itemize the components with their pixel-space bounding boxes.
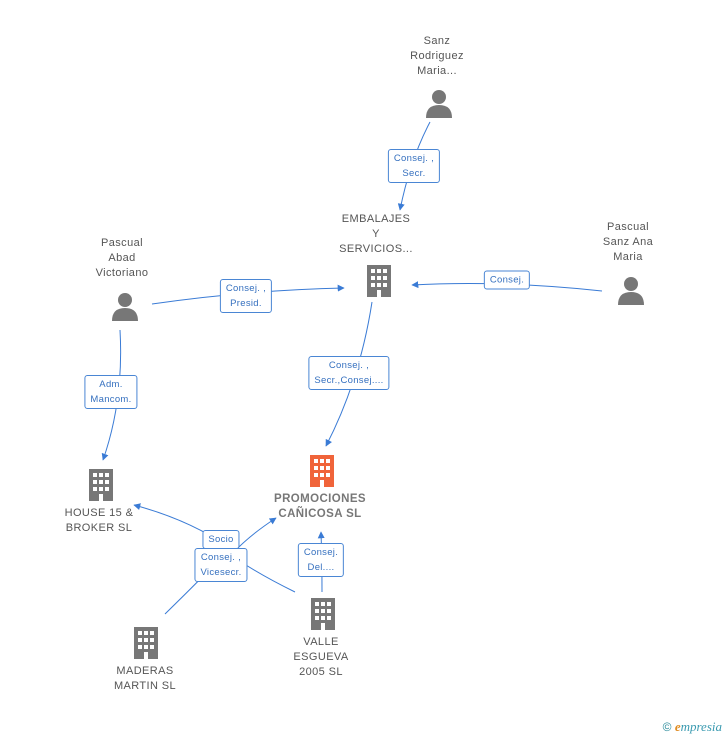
edge-label-group-maderas: Socio Consej. , Vicesecr. (194, 530, 248, 582)
node-label-house15: HOUSE 15 & BROKER SL (64, 507, 134, 534)
building-icon[interactable] (306, 454, 338, 488)
building-icon[interactable] (363, 264, 395, 298)
node-label-sanz-rodriguez: Sanz Rodriguez Maria... (410, 35, 464, 77)
node-label-valle: VALLE ESGUEVA 2005 SL (293, 636, 349, 678)
node-label-pascual-abad: Pascual Abad Victoriano (95, 237, 149, 279)
copyright-symbol: © (662, 720, 672, 734)
brand-footer: © empresia (663, 719, 722, 735)
brand-logo: empresia (674, 719, 722, 734)
node-label-embalajes: EMBALAJES Y SERVICIOS... (339, 213, 413, 255)
node-label-maderas: MADERAS MARTIN SL (113, 665, 177, 692)
edge-label-valle-promociones[interactable]: Consej. Del.... (297, 543, 345, 577)
edge-label-maderas-socio[interactable]: Socio (202, 530, 240, 549)
person-icon[interactable] (425, 89, 453, 119)
building-icon[interactable] (130, 626, 162, 660)
person-icon[interactable] (111, 292, 139, 322)
edge-label-abad-embalajes[interactable]: Consej. , Presid. (219, 279, 273, 313)
building-icon[interactable] (307, 597, 339, 631)
building-icon[interactable] (85, 468, 117, 502)
edge-label-abad-house[interactable]: Adm. Mancom. (84, 375, 138, 409)
node-label-pascual-sanz: Pascual Sanz Ana Maria (602, 221, 654, 263)
edge-label-embalajes-promociones[interactable]: Consej. , Secr.,Consej.... (308, 356, 390, 390)
edge-label-sanzana-embalajes[interactable]: Consej. (483, 270, 531, 290)
person-icon[interactable] (617, 276, 645, 306)
node-label-promociones: PROMOCIONES CAÑICOSA SL (274, 493, 366, 520)
edge-label-maderas-consej[interactable]: Consej. , Vicesecr. (194, 548, 248, 582)
edge-label-sanz-embalajes[interactable]: Consej. , Secr. (387, 149, 441, 183)
